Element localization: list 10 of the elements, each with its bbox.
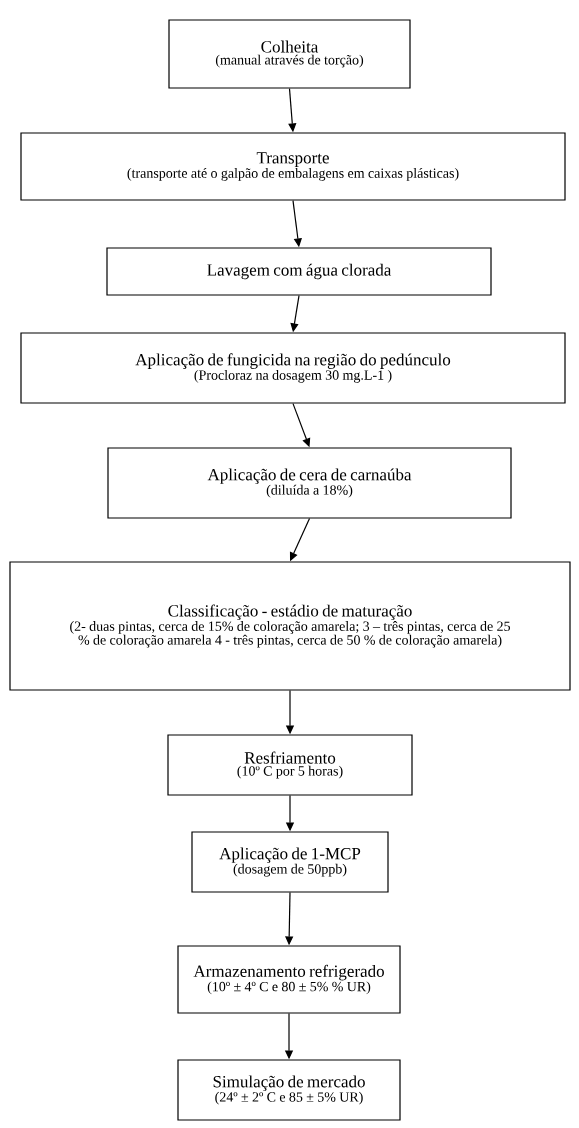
process-box: Simulação de mercado (24º ± 2º C e 85 ± 5% UR) <box>177 1059 401 1121</box>
process-box: Aplicação de 1-MCP (dosagem de 50ppb) <box>191 831 389 893</box>
process-box: Aplicação de cera de carnaúba (diluída a 18%) <box>107 447 512 519</box>
process-box: Colheita (manual através de torção) <box>168 19 411 89</box>
process-box: Resfriamento (10º C por 5 horas) <box>167 734 413 796</box>
process-box: Armazenamento refrigerado (10º ± 4º C e 80 ± 5% % UR) <box>177 945 401 1014</box>
process-box: Lavagem com água clorada <box>106 247 492 296</box>
process-box: Aplicação de fungicida na região do pedúnculo (Procloraz na dosagem 30 mg.L-1 ) <box>20 332 566 404</box>
process-box: Classificação - estádio de maturação (2- duas pintas, cerca de 15% de coloração amarela; 3 – três pintas, cerca de 25 % de coloração amarela 4 - três pintas, cerca de 50 % de coloração amarela) <box>9 561 571 691</box>
process-box: Transporte (transporte até o galpão de embalagens em caixas plásticas) <box>20 132 566 201</box>
